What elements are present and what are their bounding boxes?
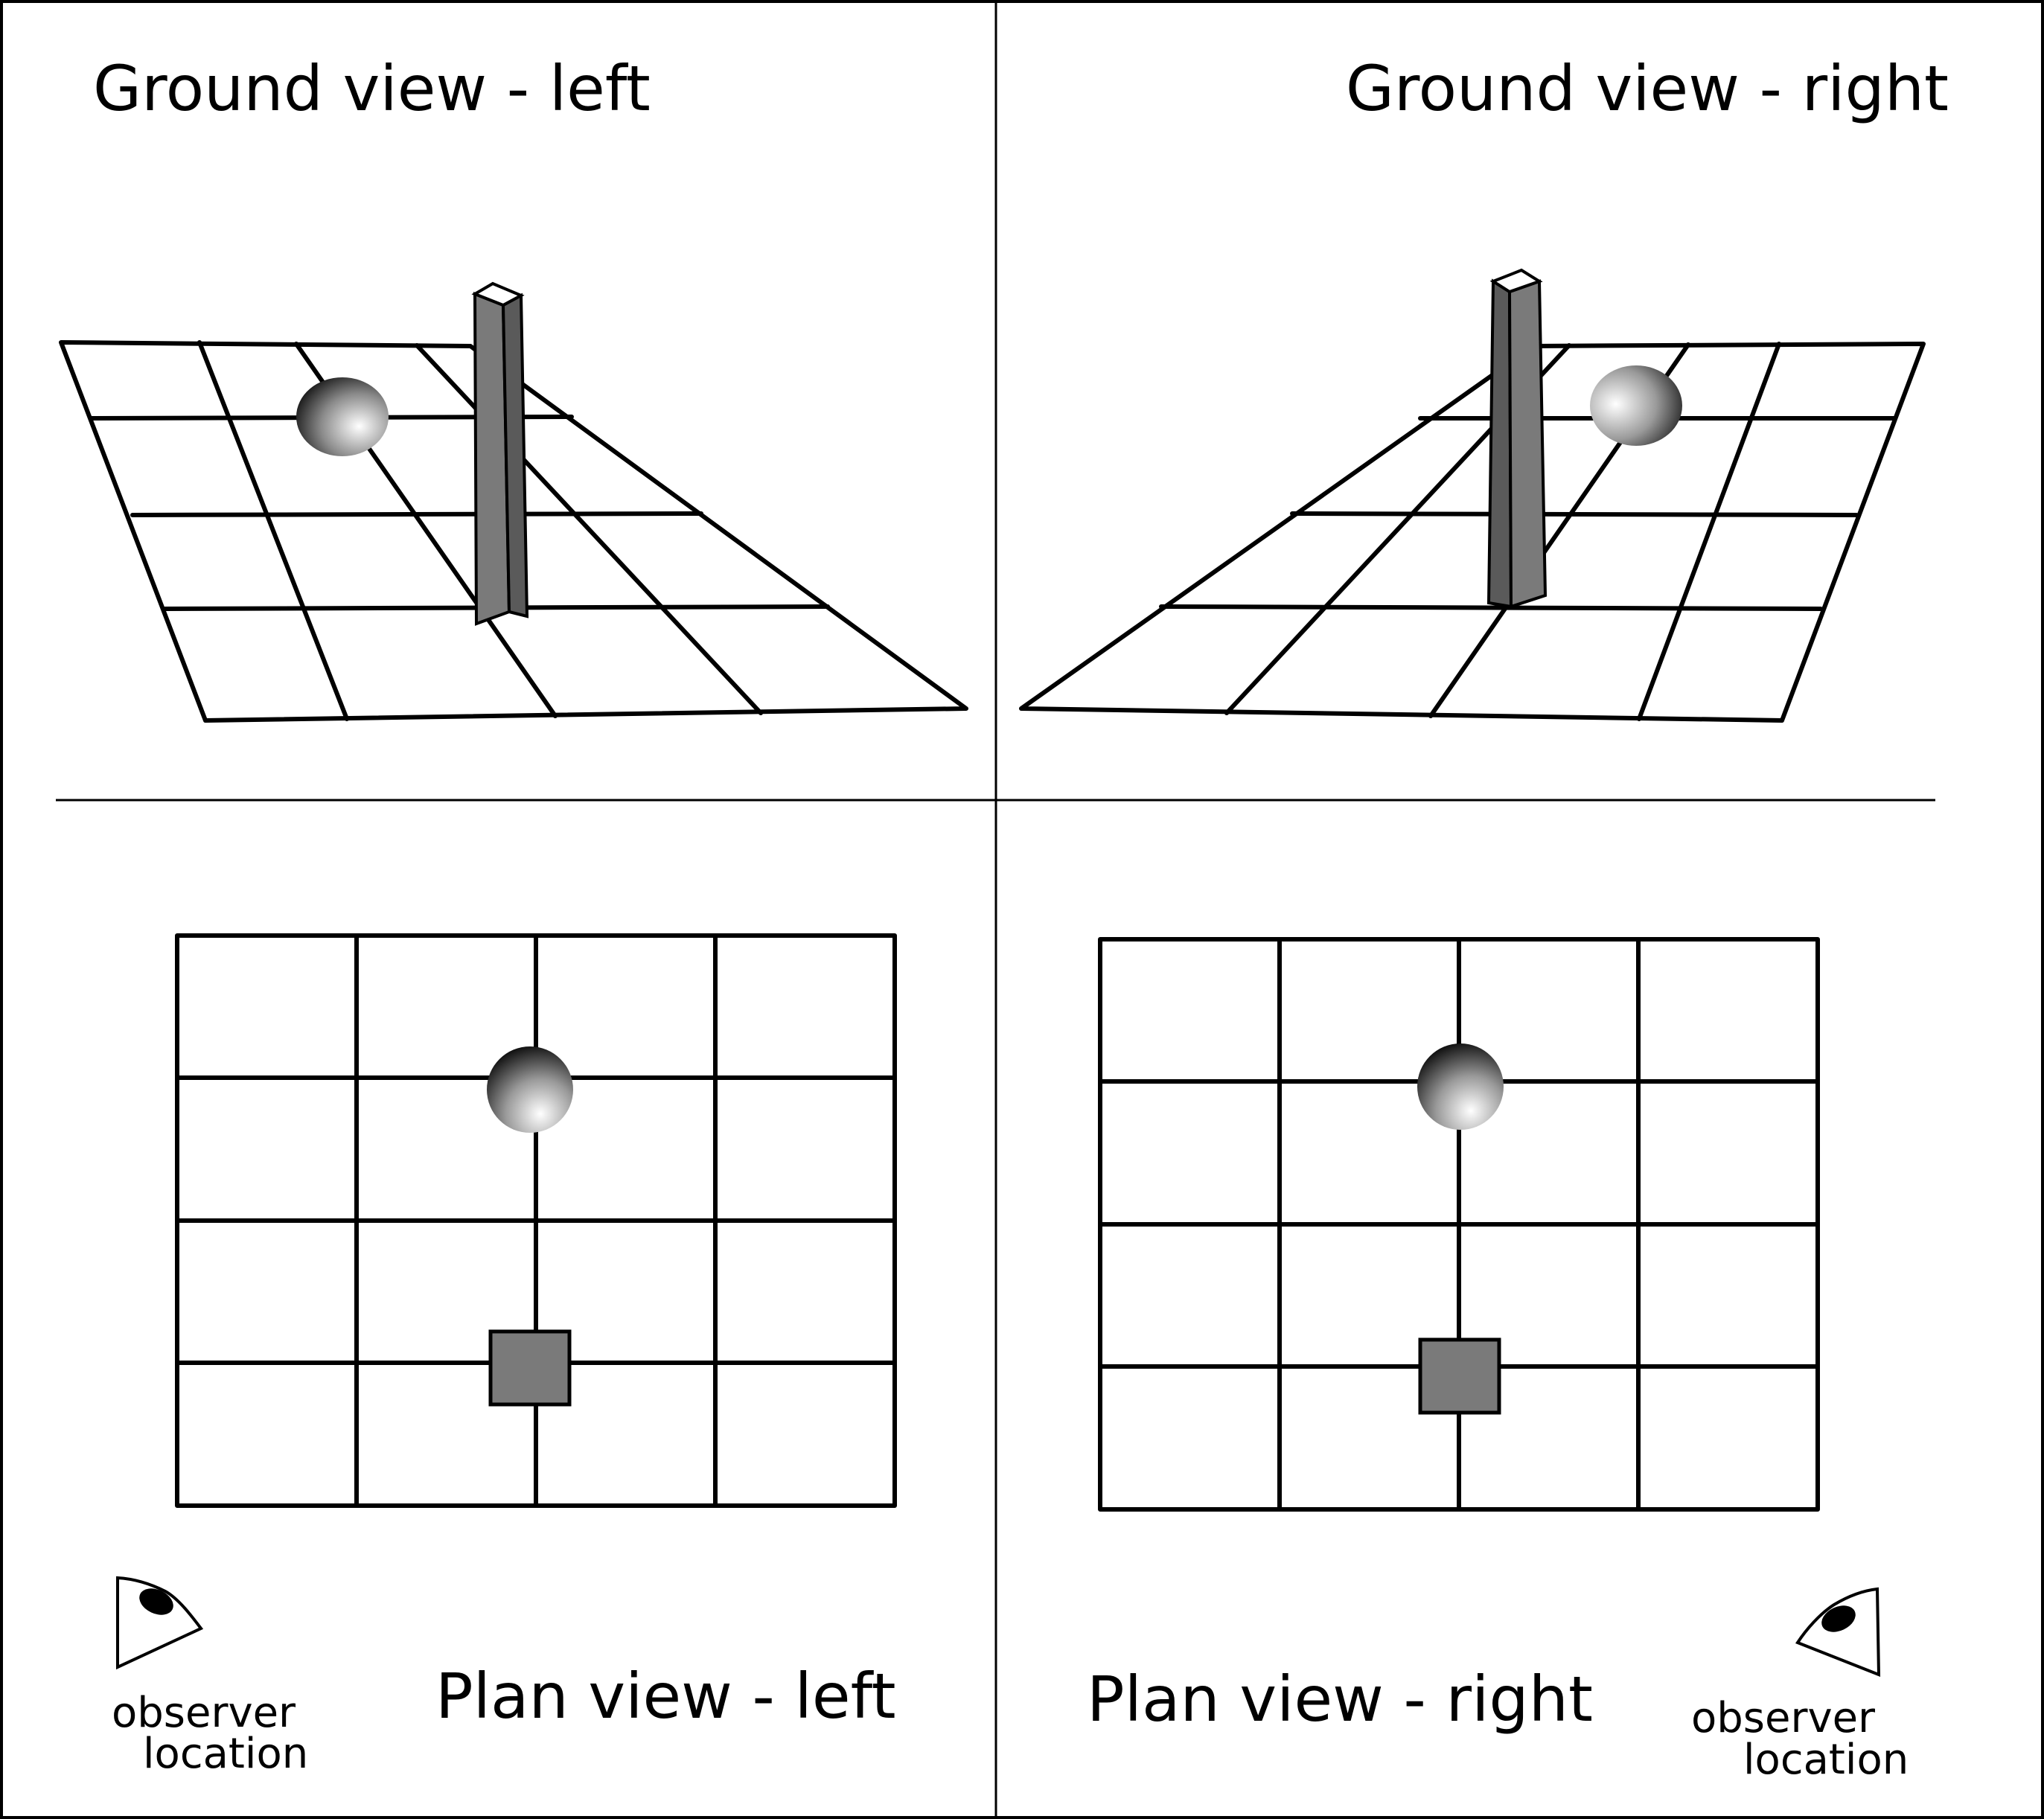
grid-row-line	[1159, 604, 1823, 611]
sphere-plan-left	[487, 1046, 573, 1133]
observer-eye-icon	[1795, 1587, 1881, 1677]
pillar-front-face	[1507, 279, 1548, 609]
plan-view-left: observer location Plan view - left	[112, 933, 897, 1778]
observer-label-line2: location	[1743, 1736, 1909, 1784]
observer-label-line1: observer	[1691, 1694, 1876, 1742]
grid-col-line	[197, 340, 349, 721]
plan-view-right: observer location Plan view - right	[1087, 937, 1909, 1784]
ground-view-right-title: Ground view - right	[1346, 52, 1949, 125]
sphere-plan-right	[1417, 1043, 1504, 1130]
sphere-left	[296, 377, 389, 456]
grid-outline	[1019, 342, 1926, 723]
observer-label-line1: observer	[112, 1689, 296, 1737]
plan-view-left-title: Plan view - left	[435, 1660, 896, 1733]
ground-view-left-title: Ground view - left	[93, 52, 651, 125]
pillar-top-face	[1489, 268, 1543, 294]
plan-view-right-title: Plan view - right	[1087, 1663, 1593, 1736]
ground-view-left: Ground view - left	[59, 52, 968, 723]
plan-grid-right	[1098, 937, 1820, 1512]
grid-row-line	[1290, 511, 1859, 517]
perspective-grid-right	[1019, 342, 1926, 723]
pillar-plan-right	[1418, 1337, 1501, 1415]
ground-view-right: Ground view - right	[1019, 52, 1949, 723]
pillar-right	[1486, 268, 1548, 609]
grid-col-line	[1637, 342, 1781, 721]
grid-col-line	[415, 343, 763, 715]
pillar-plan-left	[488, 1329, 572, 1407]
plan-grid-left	[175, 933, 897, 1508]
pillar-side-face	[1486, 278, 1513, 609]
observer-eye-icon	[116, 1576, 204, 1670]
grid-outline	[59, 340, 968, 723]
pillar-top-face	[471, 281, 525, 307]
pillar-left	[471, 281, 529, 626]
sphere-right	[1590, 365, 1682, 446]
observer-label-line2: location	[143, 1730, 308, 1778]
